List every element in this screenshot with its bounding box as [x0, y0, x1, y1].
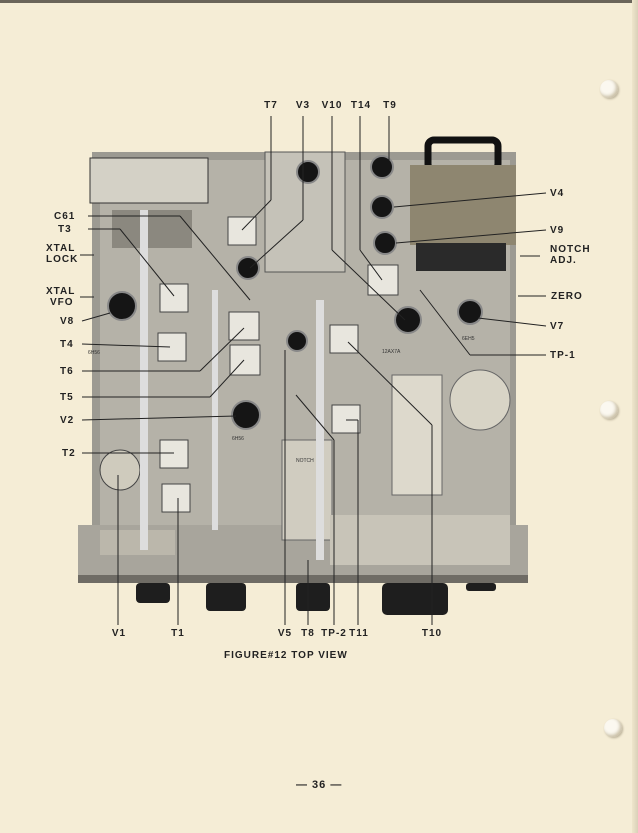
label-xtal-lock-2: LOCK [46, 254, 79, 265]
label-t3: T3 [58, 224, 72, 235]
label-v5: V5 [277, 628, 293, 639]
label-xtal-lock-1: XTAL [46, 243, 76, 254]
vacuum-tubes [107, 155, 483, 430]
label-notch-adj-1: NOTCH [550, 244, 591, 255]
label-v8: V8 [60, 316, 75, 327]
label-v1: V1 [111, 628, 127, 639]
label-t1: T1 [171, 628, 185, 639]
knobs [136, 583, 496, 615]
page-top-edge [0, 0, 638, 3]
label-t6: T6 [60, 366, 74, 377]
label-t10: T10 [421, 628, 443, 639]
label-v3: V3 [295, 100, 311, 111]
label-t14: T14 [350, 100, 372, 111]
label-t11: T11 [349, 628, 369, 639]
page-right-edge [632, 0, 638, 833]
label-v9: V9 [550, 225, 565, 236]
transformer [410, 165, 516, 245]
figure-caption: FIGURE#12 TOP VIEW [224, 650, 348, 661]
label-v10: V10 [321, 100, 343, 111]
label-t9: T9 [383, 100, 397, 111]
label-notch-adj-2: ADJ. [550, 255, 577, 266]
label-xtal-vfo-2: VFO [50, 297, 74, 308]
label-c61: C61 [54, 211, 76, 222]
label-tp1: TP-1 [550, 350, 576, 361]
transformers [157, 216, 399, 513]
tube-marking: NOTCH [296, 458, 314, 464]
leader-lines [80, 116, 547, 625]
punch-hole [604, 719, 622, 737]
label-xtal-vfo-1: XTAL [46, 286, 76, 297]
tube-marking: 6EH5 [462, 336, 475, 342]
tube-marking: 12AX7A [382, 349, 401, 355]
label-t7: T7 [264, 100, 278, 111]
label-v2: V2 [60, 415, 75, 426]
label-zero: ZERO [551, 291, 583, 302]
tube-marking: 6H56 [88, 350, 100, 356]
label-t5: T5 [60, 392, 74, 403]
label-t2: T2 [62, 448, 76, 459]
label-v4: V4 [550, 188, 565, 199]
punch-hole [600, 401, 618, 419]
label-v7: V7 [550, 321, 565, 332]
punch-hole [600, 80, 618, 98]
page-number: — 36 — [296, 779, 343, 791]
tube-marking: 6H56 [232, 436, 244, 442]
label-tp2: TP-2 [321, 628, 347, 639]
label-t4: T4 [60, 339, 74, 350]
label-t8: T8 [301, 628, 315, 639]
